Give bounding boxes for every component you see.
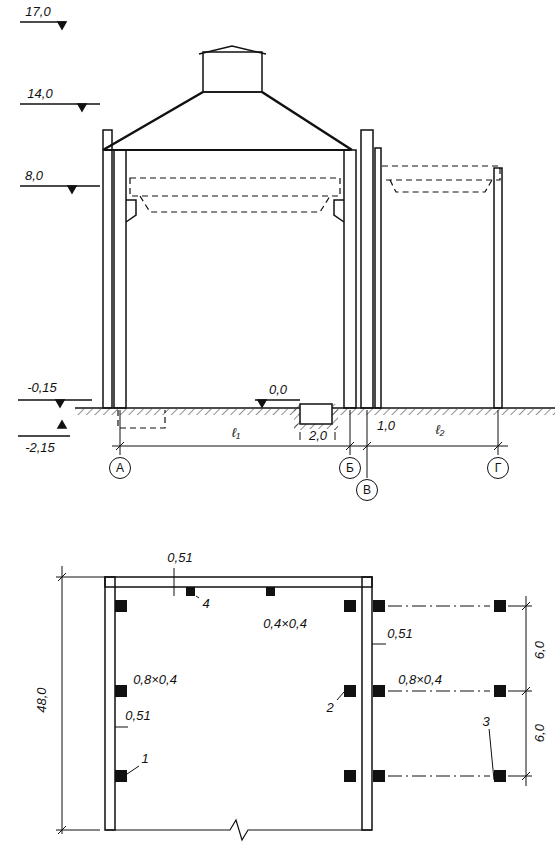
dimension-label: 14,0 <box>26 87 53 101</box>
dimension-label: 0,51 <box>124 709 151 723</box>
dimension-label: 6,0 <box>533 640 547 660</box>
dimension-label: 8,0 <box>24 169 44 183</box>
dimension-label: 0,8×0,4 <box>132 673 178 687</box>
dimension-label: -0,15 <box>26 381 58 395</box>
dimension-label: 17,0 <box>24 5 51 19</box>
axis-letter: Б <box>346 462 354 474</box>
dimension-label: 1,0 <box>376 419 396 433</box>
dimension-label: 0,0 <box>268 383 288 397</box>
dimension-label: -2,15 <box>24 441 56 455</box>
dimension-label: 3 <box>481 715 490 729</box>
axis-leader <box>367 455 368 478</box>
axis-bubble: А <box>109 457 131 479</box>
axis-bubble: Г <box>487 457 509 479</box>
axis-bubble: В <box>356 479 378 501</box>
dimension-label: 0,51 <box>166 551 193 565</box>
dimension-label: 4 <box>201 597 210 611</box>
dimension-label: 0,8×0,4 <box>397 673 443 687</box>
dimension-label: ℓ₁ <box>231 426 241 440</box>
dimension-label: 6,0 <box>533 723 547 743</box>
axis-bubble: Б <box>339 457 361 479</box>
dimension-label: 0,4×0,4 <box>262 617 308 631</box>
axis-letter: В <box>363 484 371 496</box>
axis-letter: А <box>116 462 124 474</box>
dimension-label: 2 <box>325 701 334 715</box>
dimension-label: 0,51 <box>386 627 413 641</box>
dimension-label: 1 <box>140 752 149 766</box>
dimension-label: ℓ₂ <box>434 423 445 437</box>
axis-letter: Г <box>495 462 502 474</box>
dimension-label: 2,0 <box>308 429 328 443</box>
dimension-label: 48,0 <box>35 686 49 713</box>
